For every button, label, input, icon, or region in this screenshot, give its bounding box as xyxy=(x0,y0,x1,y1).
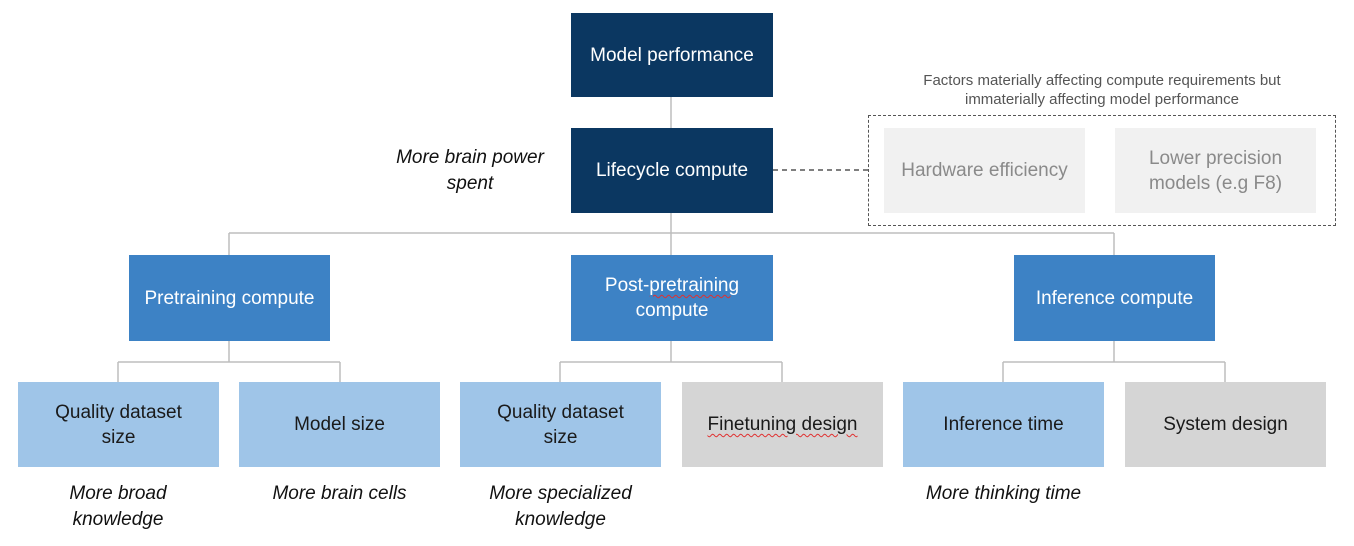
lifecycle-note: More brain power spent xyxy=(396,147,544,194)
thinking-time-note: More thinking time xyxy=(925,483,1082,504)
model-size-node: Model size xyxy=(239,382,440,467)
inference-compute-label: Inference compute xyxy=(1035,287,1194,309)
finetuning-design-label: Finetuning design xyxy=(707,414,858,435)
inference-compute-node: Inference compute xyxy=(1014,255,1215,341)
system-design-node: System design xyxy=(1125,382,1326,467)
inference-time-node: Inference time xyxy=(903,382,1104,467)
lower-precision-label: Lower precision models (e.g F8) xyxy=(1148,147,1283,194)
lifecycle-compute-node: Lifecycle compute xyxy=(571,128,773,213)
pretraining-compute-label: Pretraining compute xyxy=(144,287,315,309)
model-performance-node: Model performance xyxy=(571,13,773,97)
lifecycle-compute-label: Lifecycle compute xyxy=(595,160,749,181)
hardware-efficiency-node: Hardware efficiency xyxy=(884,128,1085,213)
specialized-knowledge-note: More specialized knowledge xyxy=(489,483,632,530)
lower-precision-node: Lower precision models (e.g F8) xyxy=(1115,128,1316,213)
post-dataset-size-node: Quality dataset size xyxy=(460,382,661,467)
inference-time-label: Inference time xyxy=(943,414,1064,435)
pretraining-dataset-size-node: Quality dataset size xyxy=(18,382,219,467)
pretraining-compute-node: Pretraining compute xyxy=(129,255,330,341)
hardware-efficiency-label: Hardware efficiency xyxy=(901,160,1068,181)
spellcheck-squiggle: pretraining xyxy=(649,275,740,296)
finetuning-design-node: Finetuning design xyxy=(682,382,883,467)
factors-caption: Factors materially affecting compute req… xyxy=(923,72,1281,108)
brain-cells-note: More brain cells xyxy=(272,483,407,504)
pretraining-dataset-size-label: Quality dataset size xyxy=(55,401,182,448)
factors-frame xyxy=(868,115,1336,226)
post-pretraining-compute-node: Post-pretraining compute xyxy=(571,255,773,341)
model-performance-label: Model performance xyxy=(590,44,754,66)
post-dataset-size-label: Quality dataset size xyxy=(497,401,624,448)
model-size-label: Model size xyxy=(294,414,385,435)
post-pretraining-compute-label: Post-pretraining compute xyxy=(604,275,740,321)
system-design-label: System design xyxy=(1163,414,1288,435)
broad-knowledge-note: More broad knowledge xyxy=(69,483,167,530)
